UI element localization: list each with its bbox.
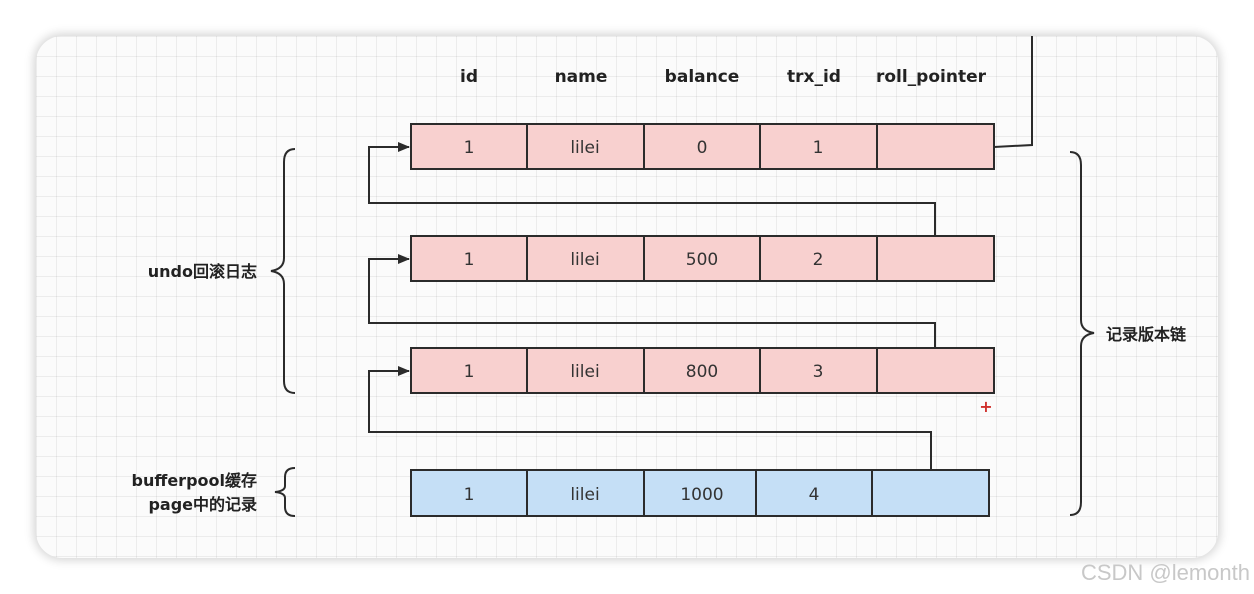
- cell-id: 1: [464, 138, 475, 158]
- cell-balance: 0: [697, 138, 708, 158]
- cell-trx-id: 3: [813, 362, 824, 382]
- cell-id: 1: [464, 362, 475, 382]
- cell-id: 1: [464, 485, 475, 505]
- header-trx-id: trx_id: [787, 67, 841, 87]
- version-chain-brace: [1069, 151, 1095, 516]
- cell-trx-id: 2: [813, 250, 824, 270]
- cell-name: lilei: [570, 485, 599, 505]
- record-box: [410, 123, 995, 170]
- cell-id: 1: [464, 250, 475, 270]
- cell-balance: 500: [686, 250, 718, 270]
- undo-brace: [270, 148, 296, 394]
- header-roll-pointer: roll_pointer: [876, 67, 987, 87]
- cell-name: lilei: [570, 250, 599, 270]
- cell-trx-id: 4: [809, 485, 820, 505]
- header-balance: balance: [665, 67, 740, 87]
- undo-record-2: 1 lilei 500 2: [410, 235, 995, 282]
- column-headers: id name balance trx_id roll_pointer: [460, 67, 987, 87]
- cell-name: lilei: [570, 138, 599, 158]
- header-name: name: [555, 67, 608, 87]
- undo-record-1: 1 lilei 0 1: [410, 123, 995, 170]
- roll-pointer-connectors: [368, 36, 1033, 470]
- bufferpool-record: 1 lilei 1000 4: [410, 469, 990, 517]
- pointer-arrow-buffer-to-3: [368, 366, 932, 470]
- bufferpool-label-line1: bufferpool缓存: [132, 471, 257, 490]
- header-id: id: [460, 67, 478, 87]
- pointer-arrow-3-to-2: [368, 254, 936, 348]
- undo-log-label: undo回滚日志: [148, 262, 257, 281]
- record-box: [410, 235, 995, 282]
- version-chain-label: 记录版本链: [1106, 325, 1187, 344]
- cell-balance: 800: [686, 362, 718, 382]
- plus-icon: +: [979, 397, 992, 416]
- record-box: [410, 469, 990, 517]
- bufferpool-brace: [274, 467, 296, 517]
- cell-trx-id: 1: [813, 138, 824, 158]
- watermark: CSDN @lemonth: [1080, 560, 1250, 585]
- undo-record-3: 1 lilei 800 3: [410, 347, 995, 394]
- braces: [270, 148, 1095, 517]
- cell-name: lilei: [570, 362, 599, 382]
- top-connector-line: [993, 36, 1033, 148]
- bufferpool-label-line2: page中的记录: [148, 495, 257, 514]
- pointer-arrow-2-to-1: [368, 142, 936, 236]
- cell-balance: 1000: [680, 485, 723, 505]
- record-box: [410, 347, 995, 394]
